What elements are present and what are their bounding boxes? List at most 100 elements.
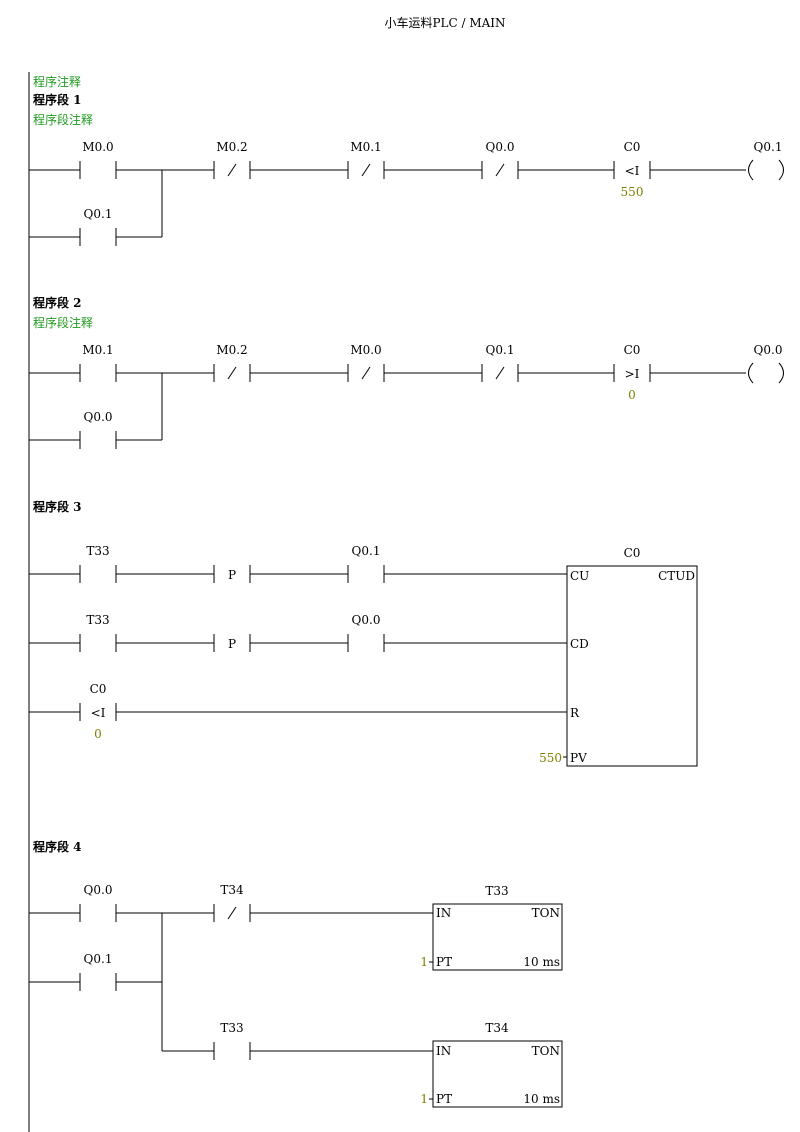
preset-time: 1 (420, 955, 428, 969)
block-type: CTUD (658, 569, 695, 583)
contact-slash (227, 163, 237, 177)
pin-label: PV (570, 751, 587, 765)
output-coil: Q0.1 (748, 140, 784, 181)
no-contact: Q0.0 (79, 883, 117, 922)
compare-value: 0 (94, 727, 102, 741)
pin-label: PT (436, 955, 452, 969)
contact-slash (495, 163, 505, 177)
contact-address: T33 (86, 613, 109, 627)
contact-slash (227, 906, 237, 920)
contact-symbol: P (228, 568, 236, 582)
network-comment: 程序段注释 (33, 112, 93, 127)
contact-address: Q0.0 (486, 140, 515, 154)
function-block (432, 903, 563, 971)
no-contact: M0.1 (79, 343, 117, 382)
coil-address: Q0.1 (754, 140, 783, 154)
network-title: 程序段 4 (33, 839, 82, 854)
coil-address: Q0.0 (754, 343, 783, 357)
no-contact: Q0.1 (347, 544, 385, 583)
function-block (566, 565, 698, 767)
network-title: 程序段 1 (33, 92, 82, 107)
pin-label: IN (436, 906, 451, 920)
compare-operator: <I (91, 706, 106, 720)
block-address: C0 (624, 546, 641, 560)
positive-transition-contact: P (213, 634, 251, 652)
block-type: TON (532, 1044, 560, 1058)
contact-address: T33 (86, 544, 109, 558)
contact-address: M0.1 (82, 343, 113, 357)
nc-contact: Q0.1 (481, 343, 519, 382)
contact-address: M0.1 (350, 140, 381, 154)
no-contact: Q0.1 (79, 207, 117, 246)
compare-contact: <I 550 C0 (613, 140, 651, 199)
contact-address: Q0.1 (352, 544, 381, 558)
no-contact: T33 (213, 1021, 251, 1060)
network-comment: 程序段注释 (33, 315, 93, 330)
nc-contact: Q0.0 (481, 140, 519, 179)
nc-contact: M0.0 (347, 343, 385, 382)
contact-address: Q0.0 (352, 613, 381, 627)
no-contact: Q0.1 (79, 952, 117, 991)
contact-slash (361, 366, 371, 380)
contact-address: T34 (220, 883, 244, 897)
nc-contact: M0.2 (213, 140, 251, 179)
compare-value: 550 (621, 185, 644, 199)
time-base: 10 ms (523, 955, 560, 969)
pin-label: PT (436, 1092, 452, 1106)
pin-label: CU (570, 569, 589, 583)
positive-transition-contact: P (213, 565, 251, 583)
coil-right-arc (778, 159, 784, 181)
contact-address: Q0.1 (486, 343, 515, 357)
network-title: 程序段 3 (33, 499, 82, 514)
output-coil: Q0.0 (748, 343, 784, 384)
function-block (432, 1040, 563, 1108)
contact-address: M0.2 (216, 140, 247, 154)
contact-slash (227, 366, 237, 380)
contact-address: T33 (220, 1021, 243, 1035)
contact-address: Q0.1 (84, 207, 113, 221)
block-address: T33 (485, 884, 508, 898)
no-contact: Q0.0 (79, 410, 117, 449)
preset-value: 550 (539, 751, 562, 765)
contact-address: Q0.0 (84, 410, 113, 424)
contact-address: M0.0 (350, 343, 381, 357)
contact-address: C0 (624, 140, 641, 154)
contact-address: C0 (90, 682, 107, 696)
contact-address: M0.0 (82, 140, 113, 154)
no-contact: T33 (79, 613, 117, 652)
compare-operator: >I (625, 367, 640, 381)
nc-contact: M0.2 (213, 343, 251, 382)
compare-contact: <I 0 C0 (79, 682, 117, 741)
coil-left-arc (748, 362, 754, 384)
contact-address: M0.2 (216, 343, 247, 357)
pin-label: IN (436, 1044, 451, 1058)
contact-address: C0 (624, 343, 641, 357)
pin-label: CD (570, 637, 589, 651)
compare-operator: <I (625, 164, 640, 178)
contact-address: Q0.1 (84, 952, 113, 966)
nc-contact: M0.1 (347, 140, 385, 179)
nc-contact: T34 (213, 883, 251, 922)
no-contact: T33 (79, 544, 117, 583)
contact-slash (361, 163, 371, 177)
time-base: 10 ms (523, 1092, 560, 1106)
block-address: T34 (485, 1021, 509, 1035)
contact-symbol: P (228, 637, 236, 651)
no-contact: Q0.0 (347, 613, 385, 652)
no-contact: M0.0 (79, 140, 117, 179)
preset-time: 1 (420, 1092, 428, 1106)
coil-right-arc (778, 362, 784, 384)
block-type: TON (532, 906, 560, 920)
coil-left-arc (748, 159, 754, 181)
compare-contact: >I 0 C0 (613, 343, 651, 402)
program-comment: 程序注释 (33, 74, 81, 89)
contact-address: Q0.0 (84, 883, 113, 897)
page-title: 小车运料PLC / MAIN (384, 15, 505, 30)
contact-slash (495, 366, 505, 380)
compare-value: 0 (628, 388, 636, 402)
pin-label: R (570, 706, 580, 720)
